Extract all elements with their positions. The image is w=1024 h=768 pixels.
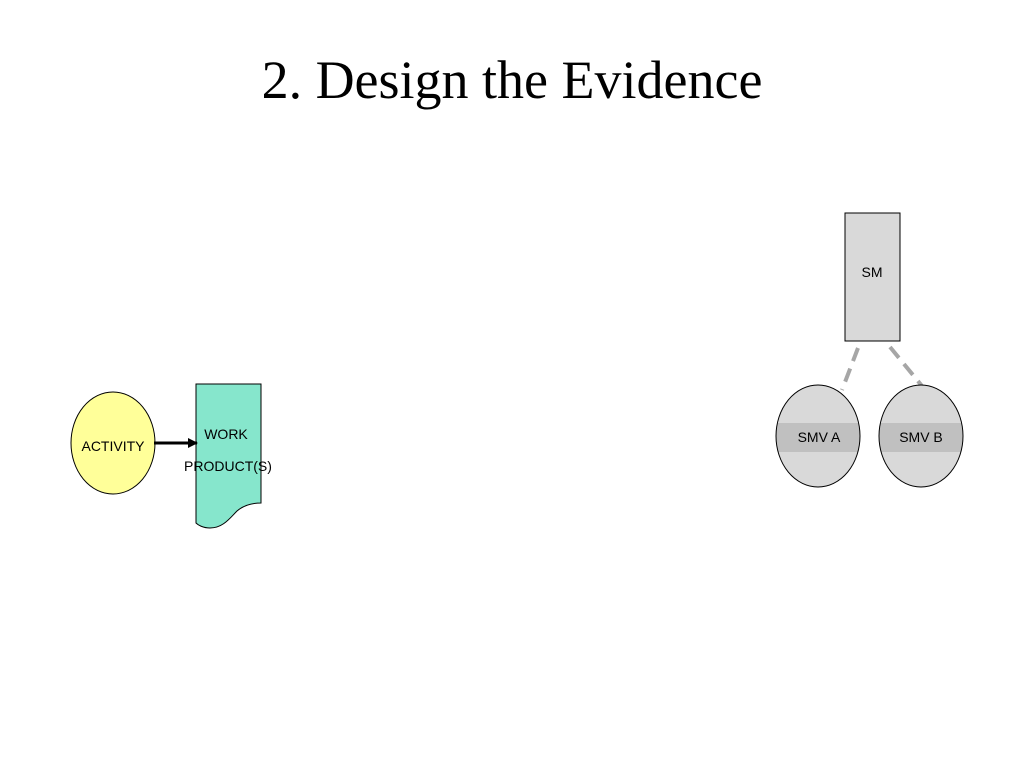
student-model-node: SM <box>844 212 901 342</box>
student-model-label: SM <box>862 264 883 280</box>
smv-a-node: SMV A <box>775 384 861 488</box>
smv-a-label: SMV A <box>798 429 841 445</box>
smv-a-band <box>776 423 860 452</box>
activity-label: ACTIVITY <box>81 438 145 454</box>
work-product-node <box>195 383 262 529</box>
smv-b-label: SMV B <box>899 429 943 445</box>
slide-title: 2. Design the Evidence <box>261 50 763 110</box>
smv-b-node: SMV B <box>878 384 964 488</box>
work-product-shape <box>195 383 262 529</box>
work-product-label-line2: PRODUCT(S) <box>184 458 272 474</box>
work-product-label-line1: WORK <box>204 426 248 442</box>
sm-to-smv-a-connector <box>840 347 860 391</box>
student-model-shape <box>844 212 901 342</box>
smv-b-band <box>879 423 963 452</box>
sm-to-smv-b-connector <box>888 345 924 388</box>
